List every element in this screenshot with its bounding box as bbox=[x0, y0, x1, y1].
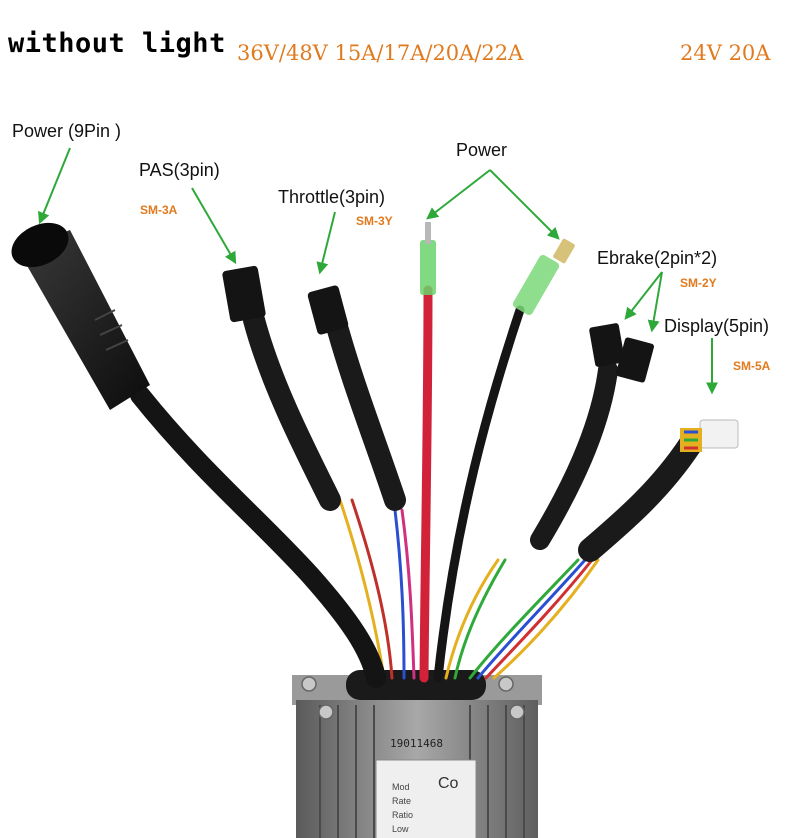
arrow-pas bbox=[191, 187, 237, 265]
pas-connector bbox=[222, 265, 266, 323]
power-black-terminal bbox=[512, 238, 575, 316]
controller-box: 19011468 Co Mod Rate Ratio Low bbox=[292, 670, 542, 838]
exposed-strands bbox=[338, 498, 600, 680]
label-display-code: SM-5A bbox=[733, 359, 771, 373]
arrow-power-right bbox=[489, 169, 560, 240]
label-ebrake: Ebrake(2pin*2) bbox=[597, 248, 718, 268]
sticker-text: Rate bbox=[392, 796, 411, 806]
label-power: Power bbox=[456, 140, 508, 160]
header-title: without light bbox=[8, 28, 226, 59]
label-throttle: Throttle(3pin) bbox=[278, 187, 386, 207]
label-ebrake-code: SM-2Y bbox=[680, 276, 717, 290]
display-cable bbox=[578, 433, 702, 562]
label-pas: PAS(3pin) bbox=[139, 160, 220, 180]
sticker-text: Low bbox=[392, 824, 409, 834]
display-connector bbox=[680, 419, 739, 452]
red-power-wire bbox=[419, 285, 433, 683]
arrow-throttle bbox=[316, 211, 336, 275]
pas-cable bbox=[243, 309, 341, 511]
throttle-connector bbox=[307, 285, 349, 335]
label-pas-code: SM-3A bbox=[140, 203, 178, 217]
power-9pin-cable bbox=[130, 385, 386, 688]
screw bbox=[498, 676, 514, 692]
header-spec-24v: 24V 20A bbox=[680, 41, 771, 65]
label-power-9pin: Power (9Pin ) bbox=[12, 121, 122, 141]
arrow-ebrake-left bbox=[624, 271, 663, 320]
arrow-ebrake-right bbox=[647, 271, 663, 333]
ebrake-cable bbox=[530, 360, 618, 550]
controller-sticker bbox=[375, 759, 477, 838]
screw bbox=[301, 676, 317, 692]
power-red-terminal bbox=[420, 222, 436, 295]
cables bbox=[130, 285, 702, 688]
label-display: Display(5pin) bbox=[664, 316, 770, 336]
ebrake-connector bbox=[616, 337, 654, 383]
arrow-power-9pin bbox=[38, 147, 71, 225]
sticker-text: Co bbox=[438, 775, 459, 792]
ebrake-connector bbox=[589, 323, 625, 367]
label-throttle-code: SM-3Y bbox=[356, 214, 393, 228]
black-power-wire bbox=[433, 305, 525, 683]
sticker-text: Mod bbox=[392, 782, 410, 792]
arrow-power-left bbox=[426, 169, 491, 220]
controller-serial: 19011468 bbox=[390, 737, 443, 750]
screw bbox=[509, 704, 525, 720]
throttle-cable bbox=[327, 319, 406, 511]
header-spec-voltage-current: 36V/48V 15A/17A/20A/22A bbox=[237, 41, 524, 65]
sticker-text: Ratio bbox=[392, 810, 413, 820]
annotation-arrows bbox=[38, 147, 718, 395]
screw bbox=[318, 704, 334, 720]
power-9pin-connector bbox=[11, 222, 150, 410]
heatsink-fins bbox=[319, 705, 525, 838]
